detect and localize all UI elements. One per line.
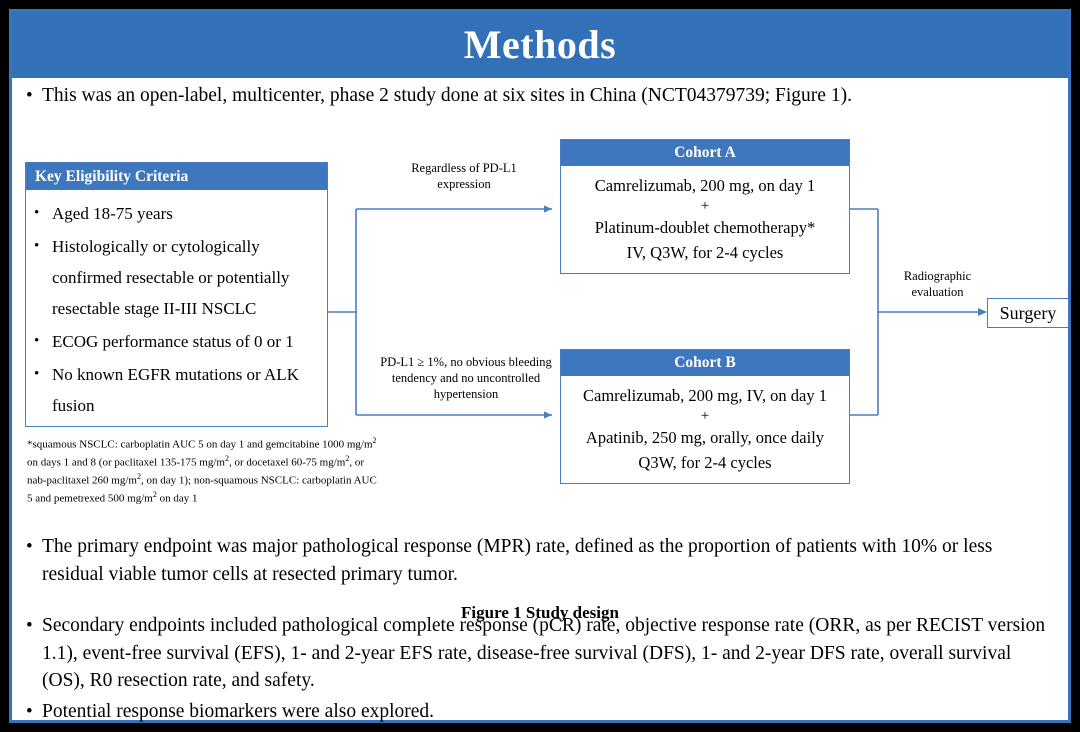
eligibility-header: Key Eligibility Criteria (26, 163, 327, 190)
study-design-figure: Key Eligibility Criteria • Aged 18-75 ye… (12, 122, 1069, 622)
bullet-marker-icon: • (34, 366, 40, 382)
bullet-marker-icon: • (34, 238, 40, 254)
body-bullet-2-text: Secondary endpoints included pathologica… (42, 615, 1046, 691)
cohort-b-plus: + (700, 408, 710, 424)
arrow-label-cohort-b: PD-L1 ≥ 1%, no obvious bleeding tendency… (380, 355, 552, 401)
body-bullet-2: • Secondary endpoints included pathologi… (26, 612, 1054, 695)
body-bullet-1: • The primary endpoint was major patholo… (26, 533, 1050, 588)
slide-title-bar: Methods (12, 12, 1068, 78)
cohort-a-box: Cohort A Camrelizumab, 200 mg, on day 1 … (560, 139, 850, 274)
list-item-label: Histologically or cytologically confirme… (52, 237, 290, 318)
eligibility-list: • Aged 18-75 years • Histologically or c… (26, 190, 327, 421)
arrow-label-radiographic-evaluation: Radiographic evaluation (903, 269, 972, 299)
list-item: • No known EGFR mutations or ALK fusion (34, 359, 321, 421)
cohort-b-line-3: Q3W, for 2-4 cycles (638, 453, 772, 472)
cohort-a-line-3: IV, Q3W, for 2-4 cycles (626, 243, 784, 262)
cohort-a-body: Camrelizumab, 200 mg, on day 1 + Platinu… (561, 166, 849, 273)
bullet-marker-icon: • (34, 333, 40, 349)
cohort-b-header: Cohort B (561, 350, 849, 376)
body-bullet-1-text: The primary endpoint was major pathologi… (42, 536, 993, 585)
figure-footnote: *squamous NSCLC: carboplatin AUC 5 on da… (27, 436, 377, 506)
bullet-marker-icon: • (26, 536, 33, 557)
list-item-label: ECOG performance status of 0 or 1 (52, 332, 294, 351)
bullet-marker-icon: • (26, 615, 33, 636)
body-bullet-3-text: Potential response biomarkers were also … (42, 701, 435, 722)
body-bullet-3: • Potential response biomarkers were als… (26, 698, 726, 726)
cohort-a-plus: + (700, 198, 710, 214)
page-title: Methods (463, 22, 617, 67)
cohort-b-body: Camrelizumab, 200 mg, IV, on day 1 + Apa… (561, 376, 849, 483)
lead-bullet-text: This was an open-label, multicenter, pha… (42, 85, 852, 106)
cohort-a-line-2: Platinum-doublet chemotherapy* (594, 218, 816, 237)
cohort-a-line-1: Camrelizumab, 200 mg, on day 1 (594, 176, 816, 195)
surgery-box: Surgery (987, 298, 1069, 328)
cohort-b-line-2: Apatinib, 250 mg, orally, once daily (585, 428, 825, 447)
list-item-label: Aged 18-75 years (52, 204, 173, 223)
figure-caption: Figure 1 Study design (461, 603, 619, 622)
lead-bullet: • This was an open-label, multicenter, p… (26, 82, 1046, 109)
cohort-a-header: Cohort A (561, 140, 849, 166)
slide-frame: Methods • This was an open-label, multic… (9, 9, 1071, 723)
list-item: • Histologically or cytologically confir… (34, 231, 321, 324)
bullet-marker-icon: • (34, 205, 40, 221)
bullet-marker-icon: • (26, 701, 33, 722)
list-item: • ECOG performance status of 0 or 1 (34, 326, 321, 357)
figure-connectors (328, 205, 987, 419)
bullet-marker-icon: • (26, 85, 33, 106)
arrow-label-cohort-a: Regardless of PD-L1 expression (411, 161, 517, 191)
list-item: • Aged 18-75 years (34, 198, 321, 229)
cohort-b-box: Cohort B Camrelizumab, 200 mg, IV, on da… (560, 349, 850, 484)
list-item-label: No known EGFR mutations or ALK fusion (52, 365, 299, 415)
cohort-b-line-1: Camrelizumab, 200 mg, IV, on day 1 (583, 386, 827, 405)
eligibility-criteria-box: Key Eligibility Criteria • Aged 18-75 ye… (25, 162, 328, 427)
